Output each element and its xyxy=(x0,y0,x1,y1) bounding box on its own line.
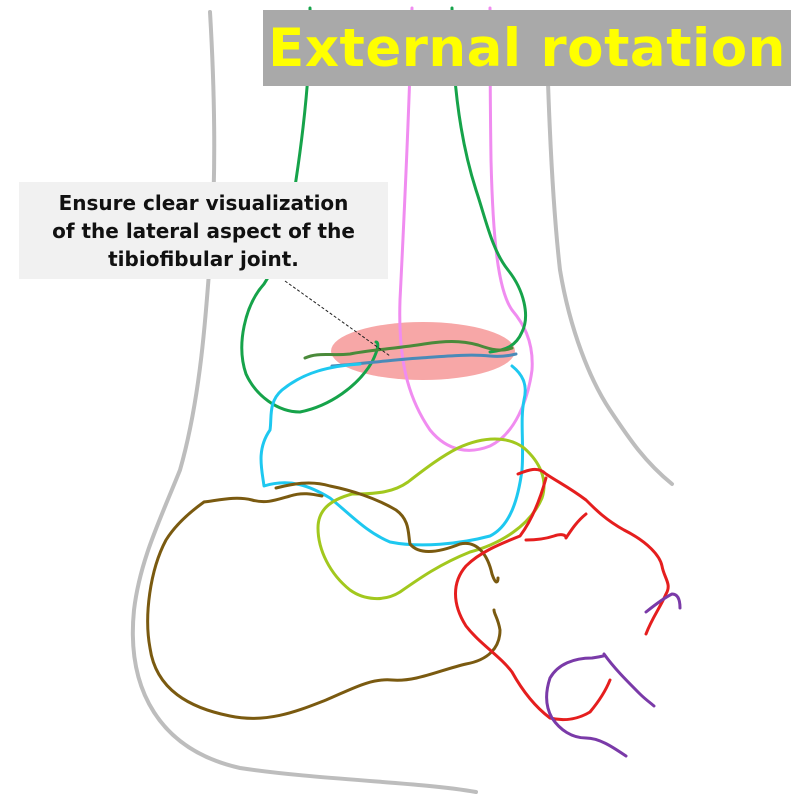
fibula-outline xyxy=(240,6,380,414)
cuboid-outline xyxy=(516,467,670,636)
talus-outline xyxy=(259,362,527,547)
cuboid-notch-outline xyxy=(524,512,588,542)
title-text: External rotation xyxy=(268,17,786,79)
callout-box: Ensure clear visualization of the latera… xyxy=(19,182,388,279)
metatarsal-tip-outline xyxy=(644,592,682,614)
tibiofibular-joint-line xyxy=(303,340,514,360)
soft-tissue-right-outline xyxy=(544,10,674,486)
calcaneus-outline xyxy=(146,481,502,720)
fibula-medial-outline xyxy=(450,6,527,354)
plafond-line xyxy=(330,352,518,368)
tibia-outline xyxy=(398,6,534,452)
callout-text: Ensure clear visualization of the latera… xyxy=(52,190,355,271)
callout-leader-line xyxy=(284,280,391,357)
joint-highlight-ellipse xyxy=(331,322,515,380)
cuboid-inner-outline xyxy=(454,476,612,722)
title-banner: External rotation xyxy=(263,10,791,86)
metatarsal-base-outline xyxy=(545,652,656,758)
navicular-outline xyxy=(316,437,546,600)
